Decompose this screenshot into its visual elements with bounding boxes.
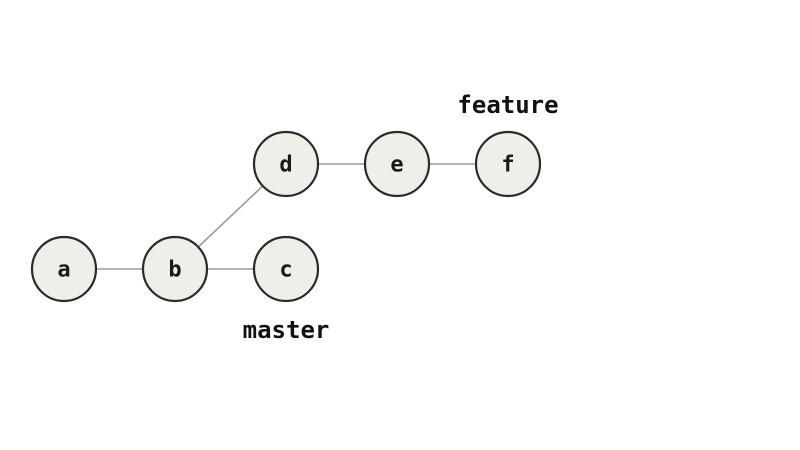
commit-circle <box>141 235 209 303</box>
edge-b-d <box>197 185 264 248</box>
commit-label: e <box>390 153 403 178</box>
commit-node-c[interactable]: c <box>252 235 320 303</box>
commit-label: f <box>501 153 514 178</box>
commit-node-e[interactable]: e <box>363 130 431 198</box>
edges-layer <box>96 163 476 270</box>
commit-circle <box>474 130 542 198</box>
commit-circle <box>363 130 431 198</box>
commit-label: a <box>57 258 70 283</box>
branch-label-master: master <box>243 316 330 344</box>
commit-node-f[interactable]: f <box>474 130 542 198</box>
commit-label: b <box>168 258 181 283</box>
commit-circle <box>252 130 320 198</box>
commit-circle <box>30 235 98 303</box>
commit-node-d[interactable]: d <box>252 130 320 198</box>
commit-node-b[interactable]: b <box>141 235 209 303</box>
commit-label: c <box>279 258 292 283</box>
branch-label-feature: feature <box>457 91 558 119</box>
commit-label: d <box>279 153 292 178</box>
branch-labels-layer: master feature <box>243 91 559 344</box>
commit-circle <box>252 235 320 303</box>
nodes-layer: a b c d e f <box>30 130 542 303</box>
commit-node-a[interactable]: a <box>30 235 98 303</box>
